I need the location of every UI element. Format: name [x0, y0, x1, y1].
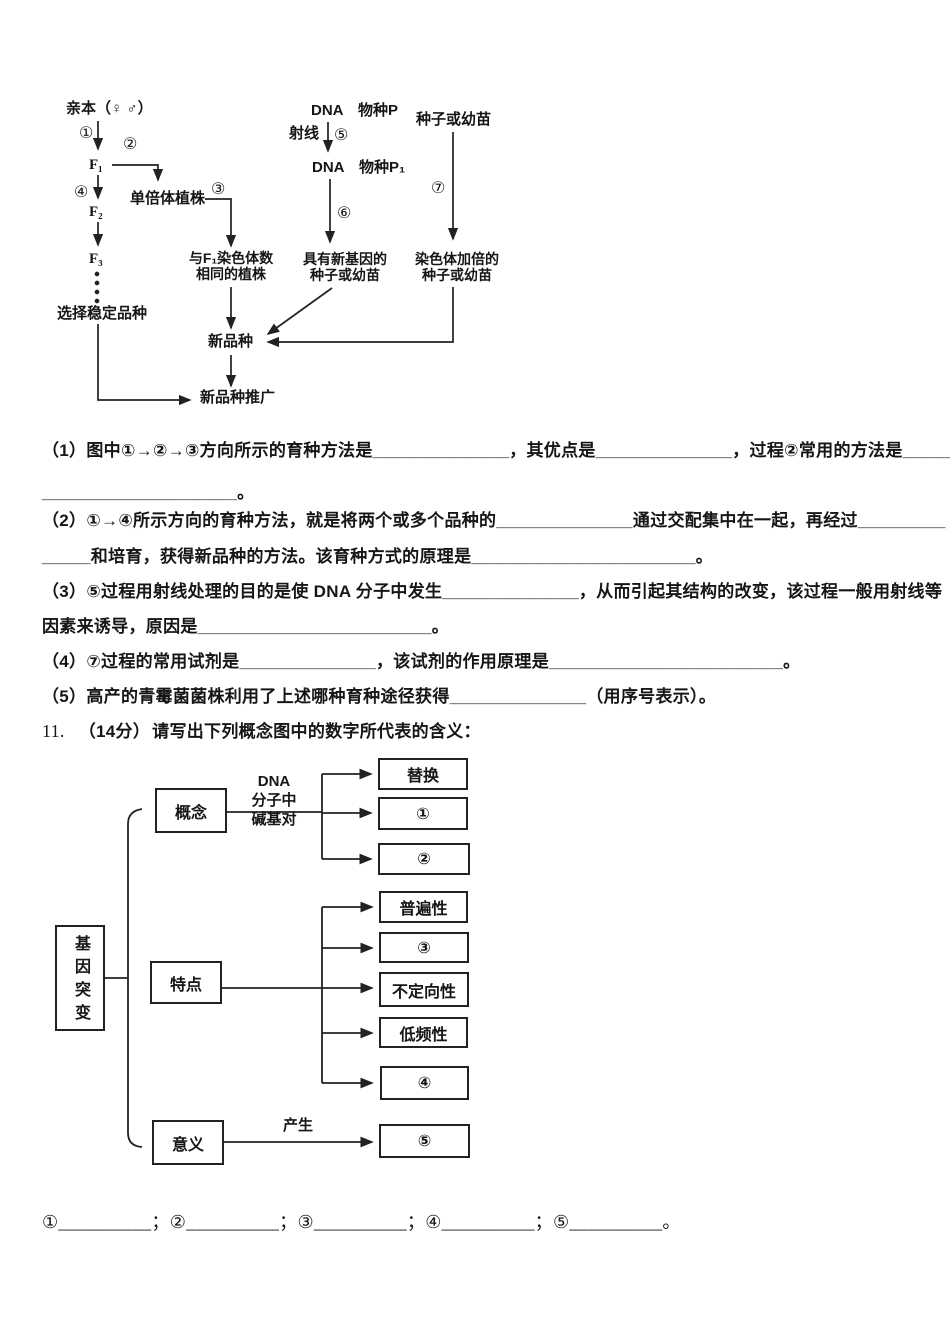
dna-species-p1-label: DNA 物种P₁: [312, 159, 406, 176]
new-gene-seedling-label: 具有新基因的 种子或幼苗: [303, 251, 387, 283]
produce-label: 产生: [283, 1117, 314, 1134]
question2-line1: （2）①→④所示方向的育种方法，就是将两个或多个品种的_____________…: [42, 511, 946, 530]
select-stable-label: 选择稳定品种: [57, 305, 148, 322]
question5-line: （5）高产的青霉菌菌株利用了上述哪种育种途径获得______________（用…: [42, 687, 717, 706]
answer-blanks-line: ①__________；②__________；③__________；④___…: [42, 1212, 681, 1232]
step3-circle: ③: [211, 181, 226, 198]
n5-box: ⑤: [379, 1124, 470, 1158]
f3-label: F₃: [89, 251, 103, 267]
question3-line1: （3）⑤过程用射线处理的目的是使 DNA 分子中发生______________…: [42, 582, 943, 601]
question1-line2: ____________________。: [42, 483, 255, 502]
question11-number: 11.: [42, 721, 65, 741]
question11-text: 请写出下列概念图中的数字所代表的含义：: [152, 722, 481, 741]
seed-or-seedling-label: 种子或幼苗: [416, 111, 492, 128]
significance-box: 意义: [152, 1120, 224, 1165]
universality-box: 普遍性: [379, 891, 468, 923]
f2-label: F₂: [89, 204, 103, 220]
feature-box: 特点: [150, 961, 222, 1004]
step1-circle: ①: [79, 125, 94, 142]
question3-line2: 因素来诱导，原因是________________________。: [42, 617, 450, 636]
f1-label: F₁: [89, 157, 103, 173]
n4-box: ④: [380, 1066, 469, 1100]
n1-box: ①: [378, 797, 468, 830]
question11-score: （14分）: [78, 722, 151, 741]
question2-line2: _____和培育，获得新品种的方法。该育种方式的原理是_____________…: [42, 547, 714, 566]
new-variety-promotion-label: 新品种推广: [200, 389, 276, 406]
step6-circle: ⑥: [337, 205, 352, 222]
nondirectional-box: 不定向性: [379, 972, 469, 1007]
concept-box: 概念: [155, 788, 227, 833]
low-frequency-box: 低频性: [379, 1017, 468, 1048]
dna-species-p-label: DNA 物种P: [311, 102, 398, 119]
n3-box: ③: [379, 932, 469, 963]
haploid-plant-label: 单倍体植株: [130, 190, 206, 207]
chromosome-doubled-label: 染色体加倍的 种子或幼苗: [415, 251, 499, 283]
question11-header: 11. （14分）请写出下列概念图中的数字所代表的含义：: [42, 717, 481, 742]
n2-box: ②: [378, 843, 470, 875]
substitution-box: 替换: [378, 758, 468, 790]
dna-base-pair-label: DNA 分子中 碱基对: [251, 773, 297, 828]
new-variety-label: 新品种: [208, 333, 254, 350]
parents-label: 亲本（♀ ♂）: [66, 100, 153, 117]
step5-circle: ⑤: [334, 127, 349, 144]
gene-mutation-box: 基因突变: [55, 925, 105, 1031]
step4-circle: ④: [74, 184, 89, 201]
ray-label: 射线: [289, 125, 320, 142]
step7-circle: ⑦: [431, 180, 446, 197]
concept-map-connectors: [105, 768, 374, 1148]
question1-line1: （1）图中①→②→③方向所示的育种方法是______________，其优点是_…: [42, 441, 950, 460]
question4-line: （4）⑦过程的常用试剂是______________，该试剂的作用原理是____…: [42, 652, 801, 671]
same-chromosome-label: 与F₁染色体数 相同的植株: [188, 250, 274, 282]
step2-circle: ②: [123, 136, 138, 153]
